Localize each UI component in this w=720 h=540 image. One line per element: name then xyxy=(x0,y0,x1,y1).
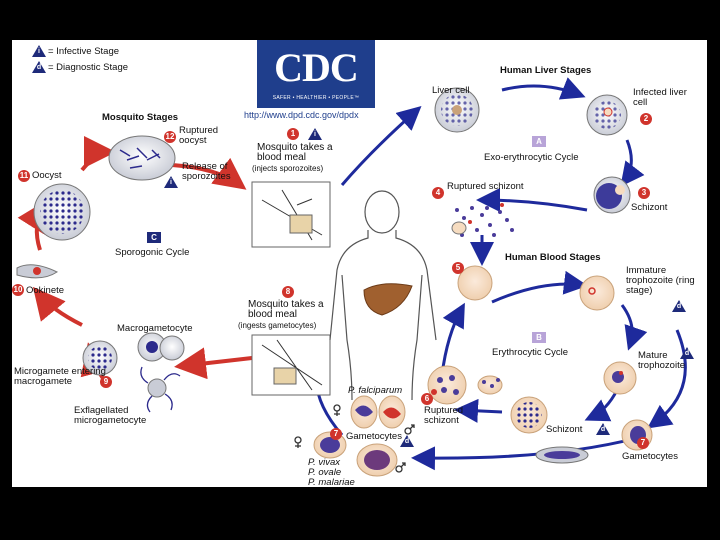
microgamete-entering-label: Microgamete entering macrogamete xyxy=(14,366,106,387)
liver-schizont-shape xyxy=(593,176,631,214)
blood-schizont-label: Schizont xyxy=(546,424,583,435)
elongated-gametocyte-shape xyxy=(535,446,589,464)
exo-cycle-label: Exo-erythrocytic Cycle xyxy=(484,152,579,163)
erythrocytic-cycle-label: Erythrocytic Cycle xyxy=(492,347,569,358)
blood-ruptured-schizont-label: Ruptured schizont xyxy=(424,405,464,426)
infective-stage-icon: i xyxy=(308,128,322,140)
step-11-badge: 11 xyxy=(18,170,30,182)
step-1-badge: 1 xyxy=(287,128,299,140)
diagnostic-stage-icon: d xyxy=(680,347,694,359)
blood-meal-1-title: Mosquito takes a blood meal xyxy=(257,142,333,163)
blood-cell-ruptured-schizont xyxy=(427,365,467,405)
sporogonic-cycle-letter: C xyxy=(147,232,161,243)
oocyst-ruptured-shape xyxy=(108,135,176,181)
legend-infective-label: = Infective Stage xyxy=(48,46,120,57)
liver-shape xyxy=(363,283,413,316)
liver-cell-shape xyxy=(434,87,480,133)
ruptured-blood-schizont-scatter xyxy=(477,375,503,395)
cdc-logo-tagline: SAFER • HEALTHIER • PEOPLE™ xyxy=(272,95,360,101)
ruptured-oocyst-label: Ruptured oocyst xyxy=(179,125,219,146)
exflagellated-shape xyxy=(140,366,181,413)
blood-meal-2-sub: (ingests gametocytes) xyxy=(238,321,317,330)
cdc-logo: CDC SAFER • HEALTHIER • PEOPLE™ xyxy=(257,40,375,108)
sporogonic-cycle-label: Sporogonic Cycle xyxy=(115,247,190,258)
step-7-badge-left: 7 xyxy=(330,428,342,440)
ookinete-shape xyxy=(16,264,59,279)
cdc-url: http://www.dpd.cdc.gov/dpdx xyxy=(244,110,359,120)
lifecycle-diagram: i = Infective Stage d = Diagnostic Stage… xyxy=(12,40,707,487)
liver-cell-label: Liver cell xyxy=(432,85,470,96)
blood-cell-ring-stage xyxy=(579,275,615,311)
exo-cycle-letter: A xyxy=(532,136,546,147)
ookinete-label: Ookinete xyxy=(26,285,65,296)
legend-diagnostic-label: = Diagnostic Stage xyxy=(48,62,129,73)
liver-stages-title: Human Liver Stages xyxy=(500,65,592,76)
blood-meal-1-sub: (injects sporozoites) xyxy=(252,164,324,173)
step-8-badge: 8 xyxy=(282,286,294,298)
step-10-badge: 10 xyxy=(12,284,24,296)
infective-stage-icon: i xyxy=(32,45,46,57)
step-12-badge: 12 xyxy=(164,131,176,143)
gametocytes-left-label: Gametocytes xyxy=(346,431,402,442)
step-4-badge: 4 xyxy=(432,187,444,199)
step-3-badge: 3 xyxy=(638,187,650,199)
infected-liver-cell-label: Infected liver cell xyxy=(633,87,687,108)
step-6-badge: 6 xyxy=(421,393,433,405)
diagram-artwork xyxy=(16,77,687,477)
ruptured-schizont-scatter xyxy=(451,203,514,237)
blood-meal-2-image xyxy=(251,334,331,396)
step-2-badge: 2 xyxy=(640,113,652,125)
oocyst-shape xyxy=(33,183,91,241)
oocyst-label: Oocyst xyxy=(32,170,62,181)
human-body-outline xyxy=(329,190,437,401)
diagnostic-stage-icon: d xyxy=(672,300,686,312)
blood-stages-title: Human Blood Stages xyxy=(505,252,601,263)
mature-trophozoite-label: Mature trophozoite xyxy=(638,350,686,371)
mosquito-stages-title: Mosquito Stages xyxy=(102,112,179,123)
gametocytes-right-label: Gametocytes xyxy=(622,451,678,462)
infected-liver-cell-shape xyxy=(586,94,628,136)
falciparum-gametocyte-shapes xyxy=(350,395,406,429)
gender-symbols xyxy=(294,404,415,473)
release-sporozoites-label: Release of sporozoites xyxy=(182,161,231,182)
microgamete-shape xyxy=(82,340,118,376)
p-falciparum-label: P. falciparum xyxy=(348,385,403,396)
liver-ruptured-schizont-label: Ruptured schizont xyxy=(447,181,524,192)
infective-stage-icon: i xyxy=(164,176,178,188)
macrogametocyte-shape xyxy=(137,332,185,362)
diagnostic-stage-icon: d xyxy=(400,435,414,447)
p-vivax-label: P. vivax xyxy=(308,457,341,468)
blood-meal-1-image xyxy=(251,181,331,248)
blood-cell-schizont xyxy=(510,396,548,434)
diagnostic-stage-icon: d xyxy=(596,423,610,435)
step-7-badge-right: 7 xyxy=(637,437,649,449)
liver-schizont-label: Schizont xyxy=(631,202,668,213)
macrogametocyte-label: Macrogametocyte xyxy=(117,323,193,334)
p-malariae-label: P. malariae xyxy=(308,477,355,488)
step-9-badge: 9 xyxy=(100,376,112,388)
blood-cell-mature-trophozoite xyxy=(603,361,637,395)
cdc-logo-letters: CDC xyxy=(274,45,359,90)
exflagellated-label: Exflagellated microgametocyte xyxy=(74,405,147,426)
immature-trophozoite-label: Immature trophozoite (ring stage) xyxy=(626,265,695,296)
blood-cell-merozoite xyxy=(457,265,493,301)
erythrocytic-cycle-letter: B xyxy=(532,332,546,343)
p-ovale-label: P. ovale xyxy=(308,467,342,478)
diagnostic-stage-icon: d xyxy=(32,61,46,73)
step-5-badge: 5 xyxy=(452,262,464,274)
blood-meal-2-title: Mosquito takes a blood meal xyxy=(248,299,324,320)
